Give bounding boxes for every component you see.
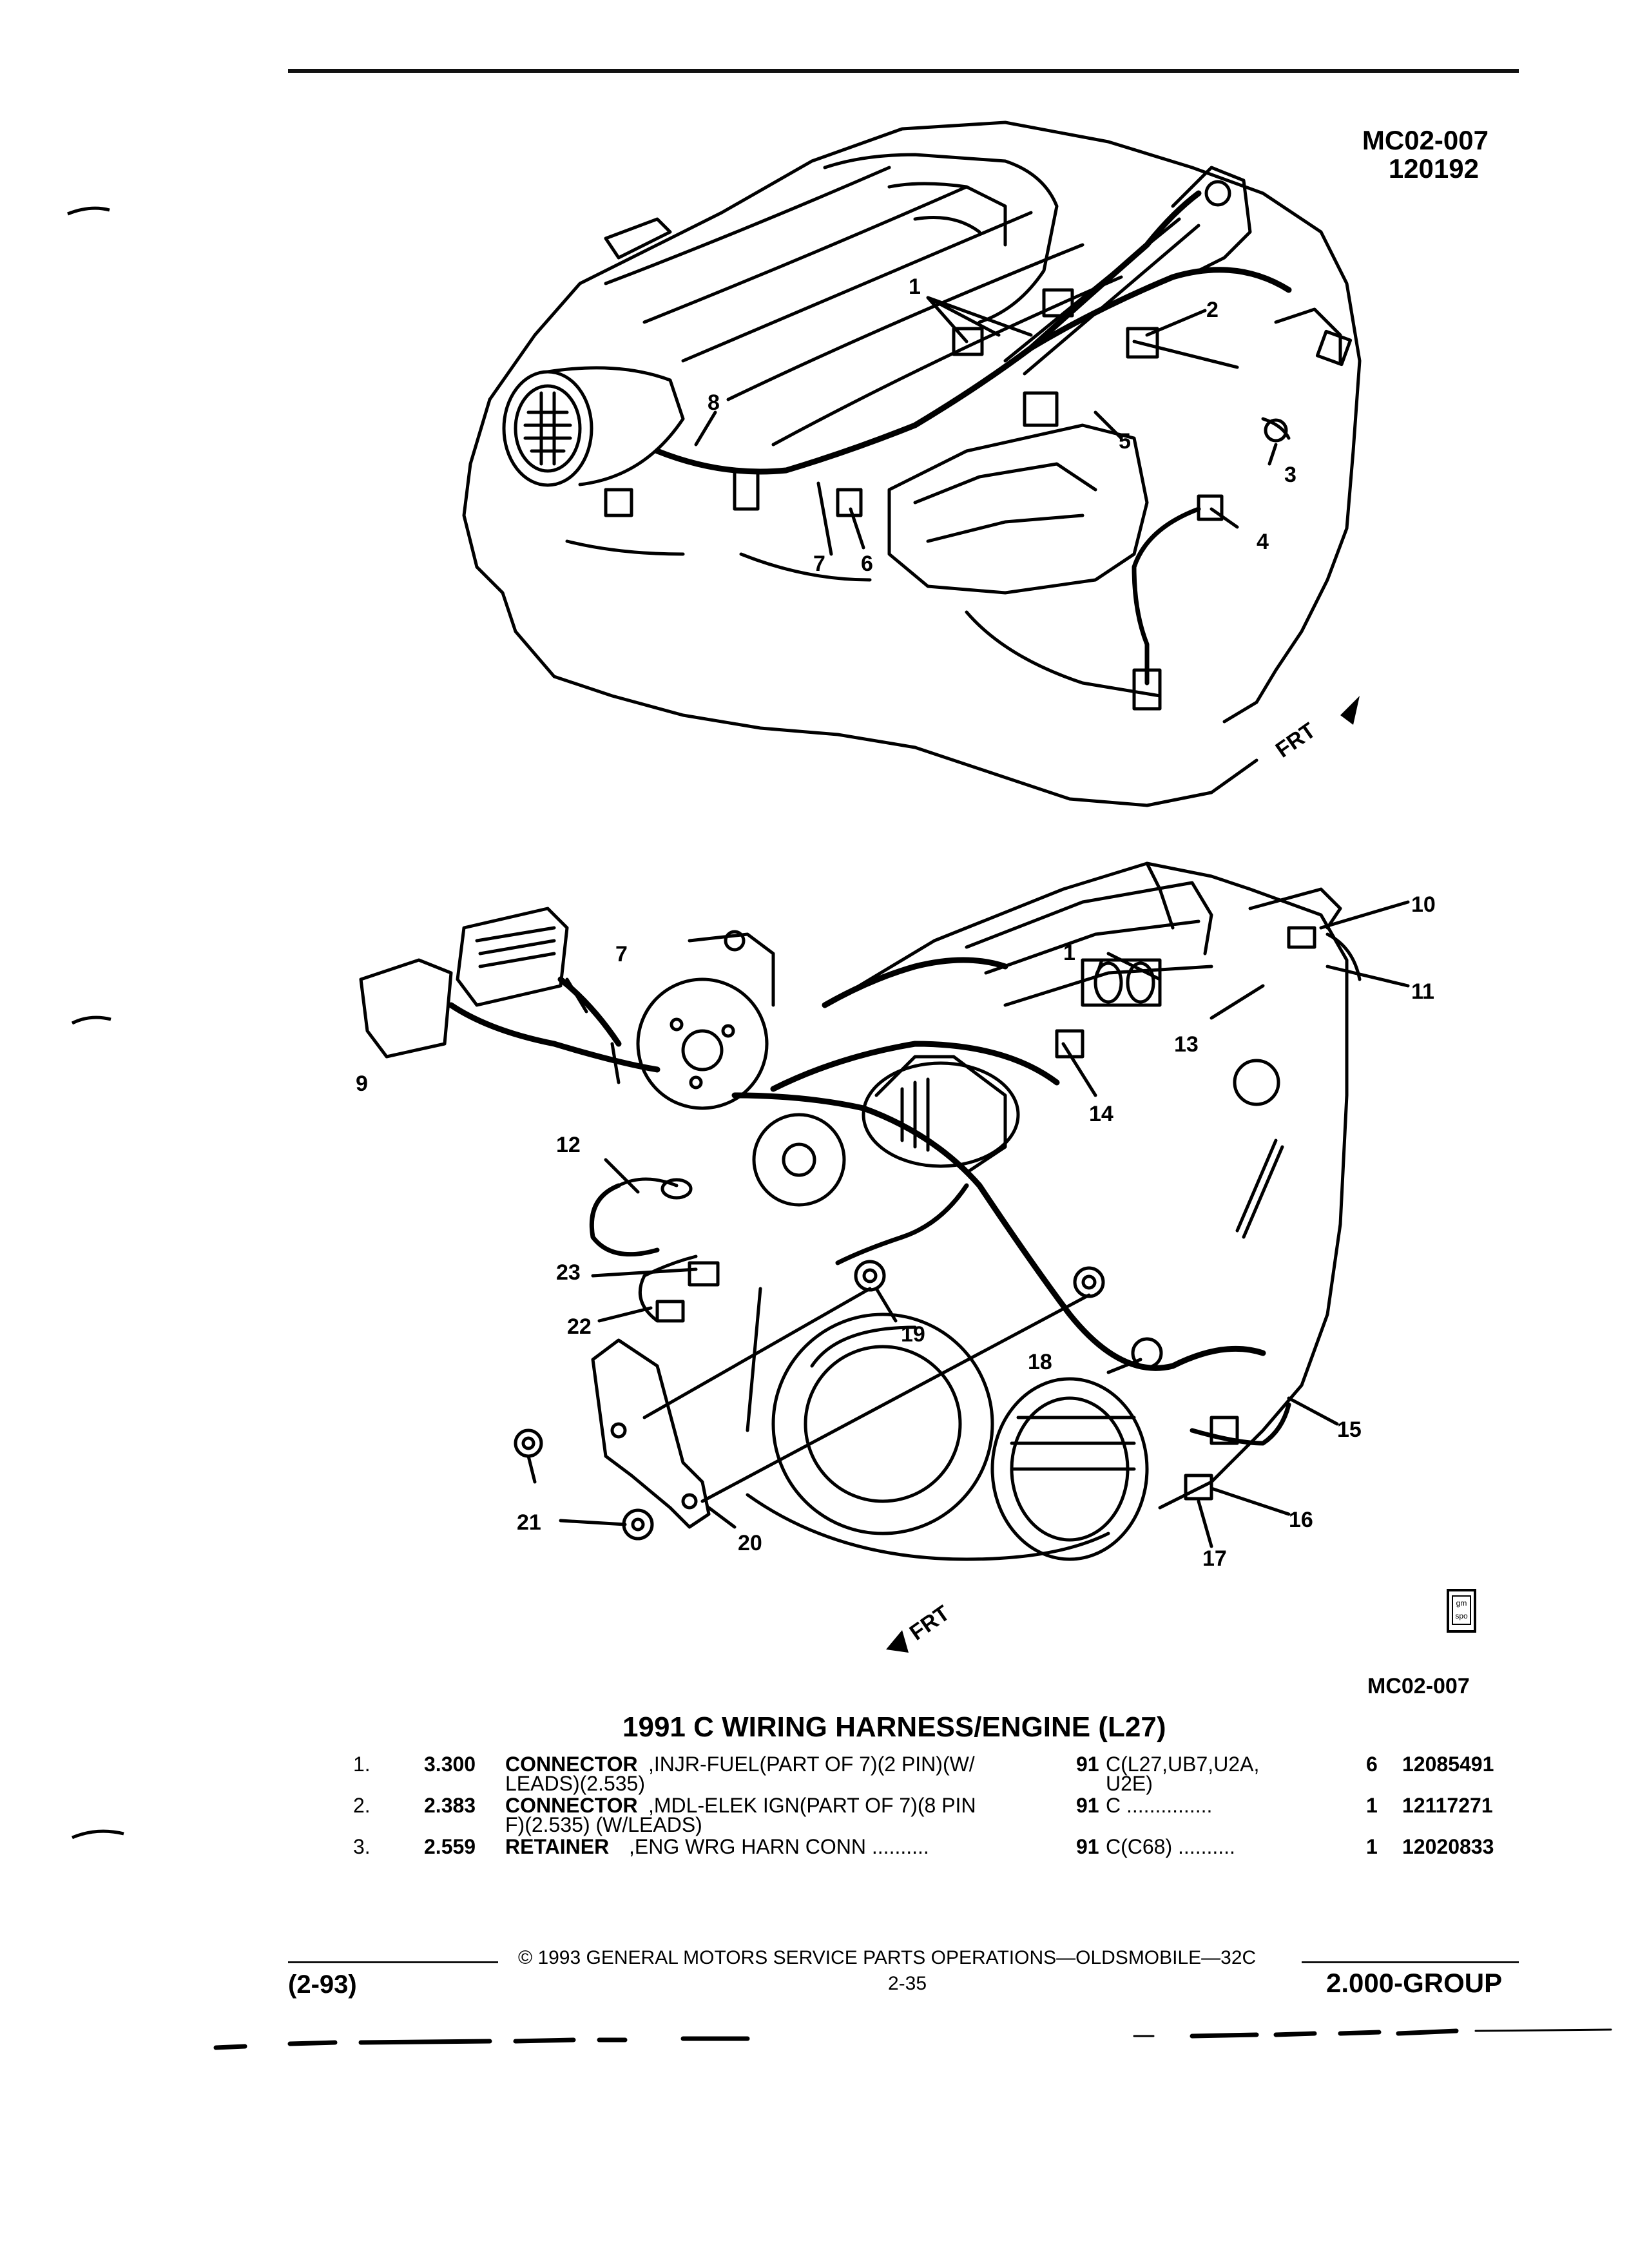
illustration-code: MC02-007: [1362, 125, 1489, 155]
callout-7-top: 7: [813, 552, 825, 576]
part-row-1-ref: 3.300: [424, 1753, 476, 1776]
gm-spo-logo-text-top: gm: [1456, 1599, 1467, 1608]
part-row-2-item: 2.: [353, 1794, 371, 1817]
callout-11: 11: [1411, 979, 1434, 1004]
part-row-3-desc: ,ENG WRG HARN CONN ..........: [629, 1835, 929, 1858]
callout-6-top: 6: [861, 552, 873, 576]
part-row-1-item: 1.: [353, 1753, 371, 1776]
callout-18: 18: [1028, 1350, 1052, 1374]
part-row-2-qty: 1: [1366, 1794, 1378, 1817]
callout-1-top: 1: [909, 274, 921, 299]
callout-22: 22: [567, 1314, 592, 1339]
callout-16: 16: [1289, 1508, 1313, 1532]
part-row-3-qty: 1: [1366, 1835, 1378, 1858]
illustration-code-bottom: MC02-007: [1367, 1674, 1470, 1698]
section-title: 1991 C WIRING HARNESS/ENGINE (L27): [622, 1711, 1166, 1743]
part-row-3-partno: 12020833: [1402, 1835, 1494, 1858]
callout-7-bottom: 7: [615, 942, 628, 966]
top-rule: [288, 69, 1519, 73]
part-row-2-ref: 2.383: [424, 1794, 476, 1817]
part-row-3-ref: 2.559: [424, 1835, 476, 1858]
footer-rule-left: [288, 1961, 498, 1963]
callout-15: 15: [1337, 1418, 1362, 1442]
callout-1-bottom: 1: [1063, 941, 1075, 965]
callout-17: 17: [1202, 1546, 1227, 1571]
gm-spo-logo-icon: gm spo: [1447, 1589, 1476, 1633]
callout-21: 21: [517, 1510, 541, 1535]
part-row-2-usage: C ...............: [1106, 1794, 1213, 1817]
callout-14: 14: [1089, 1102, 1113, 1126]
callout-23: 23: [556, 1260, 581, 1285]
part-row-1-desc: ,INJR-FUEL(PART OF 7)(2 PIN)(W/: [648, 1753, 975, 1776]
footer-rule-right: [1302, 1961, 1519, 1963]
part-row-1-qty: 6: [1366, 1753, 1378, 1776]
callout-3-top: 3: [1284, 463, 1296, 487]
footer-page-number: 2-35: [888, 1973, 927, 1994]
footer-date: (2-93): [288, 1970, 357, 1999]
part-row-3-item: 3.: [353, 1835, 371, 1858]
callout-12: 12: [556, 1133, 581, 1157]
callout-4-top: 4: [1257, 530, 1269, 554]
gm-spo-logo-text-bottom: spo: [1455, 1611, 1468, 1620]
callout-19: 19: [901, 1322, 925, 1347]
callout-2-top: 2: [1206, 298, 1219, 322]
part-row-3-usage: C(C68) ..........: [1106, 1835, 1235, 1858]
part-row-1-desc2: LEADS)(2.535): [505, 1772, 645, 1795]
part-row-1-usage: C(L27,UB7,U2A,: [1106, 1753, 1260, 1776]
callout-10: 10: [1411, 892, 1436, 917]
part-row-2-year: 91: [1076, 1794, 1099, 1817]
footer-group: 2.000-GROUP: [1326, 1968, 1503, 1998]
callout-5-top: 5: [1119, 429, 1131, 454]
callout-9: 9: [356, 1072, 368, 1096]
part-row-2-name: CONNECTOR: [505, 1794, 638, 1817]
part-row-2-desc2: F)(2.535) (W/LEADS): [505, 1813, 702, 1836]
callout-8-top: 8: [708, 390, 720, 415]
illustration-date: 120192: [1388, 153, 1479, 184]
part-row-1-year: 91: [1076, 1753, 1099, 1776]
part-row-2-partno: 12117271: [1402, 1794, 1493, 1817]
footer-copyright: © 1993 GENERAL MOTORS SERVICE PARTS OPER…: [518, 1947, 1257, 1968]
callout-13: 13: [1174, 1032, 1199, 1057]
part-row-2-desc: ,MDL-ELEK IGN(PART OF 7)(8 PIN: [648, 1794, 976, 1817]
part-row-3-year: 91: [1076, 1835, 1099, 1858]
part-row-1-name: CONNECTOR: [505, 1753, 638, 1776]
part-row-3-name: RETAINER: [505, 1835, 610, 1858]
callout-20: 20: [738, 1531, 762, 1555]
part-row-1-usage2: U2E): [1106, 1772, 1153, 1795]
part-row-1-partno: 12085491: [1402, 1753, 1494, 1776]
